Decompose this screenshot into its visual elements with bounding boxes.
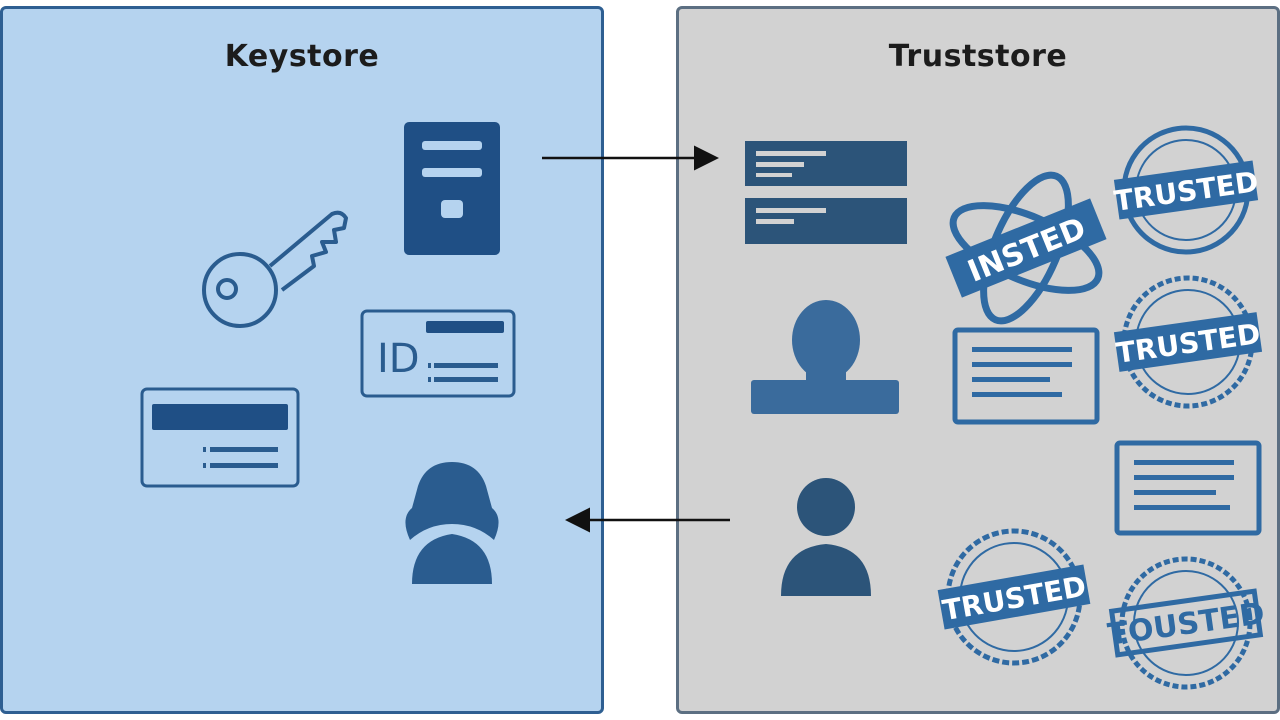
id-card-label: ID — [377, 336, 420, 382]
trusted-stamp-icon: TRUSTED — [1113, 275, 1262, 409]
trusted-stamp-icon: TRUSTED — [937, 528, 1091, 666]
keystore-title: Keystore — [224, 39, 380, 74]
certificate-list-icon — [745, 141, 907, 244]
truststore-user-icon — [781, 478, 871, 596]
credit-card-icon — [140, 387, 300, 488]
server-icon — [404, 122, 500, 255]
keystore-panel: Keystore — [0, 6, 604, 714]
garbled-stamp-label: INSTED — [963, 211, 1091, 290]
trusted-stamp-icon: TRUSTED — [1112, 125, 1260, 255]
trusted-stamp-icon: TOUSTED — [1106, 556, 1267, 690]
id-card-icon: ID — [360, 309, 516, 398]
truststore-title: Truststore — [888, 39, 1068, 74]
user-silhouette-icon — [751, 300, 899, 414]
document-icon — [952, 327, 1100, 425]
document-icon — [1114, 440, 1262, 536]
key-icon — [202, 210, 348, 328]
keystore-user-icon — [405, 462, 499, 584]
garbled-stamp-icon: INSTED — [945, 171, 1107, 325]
